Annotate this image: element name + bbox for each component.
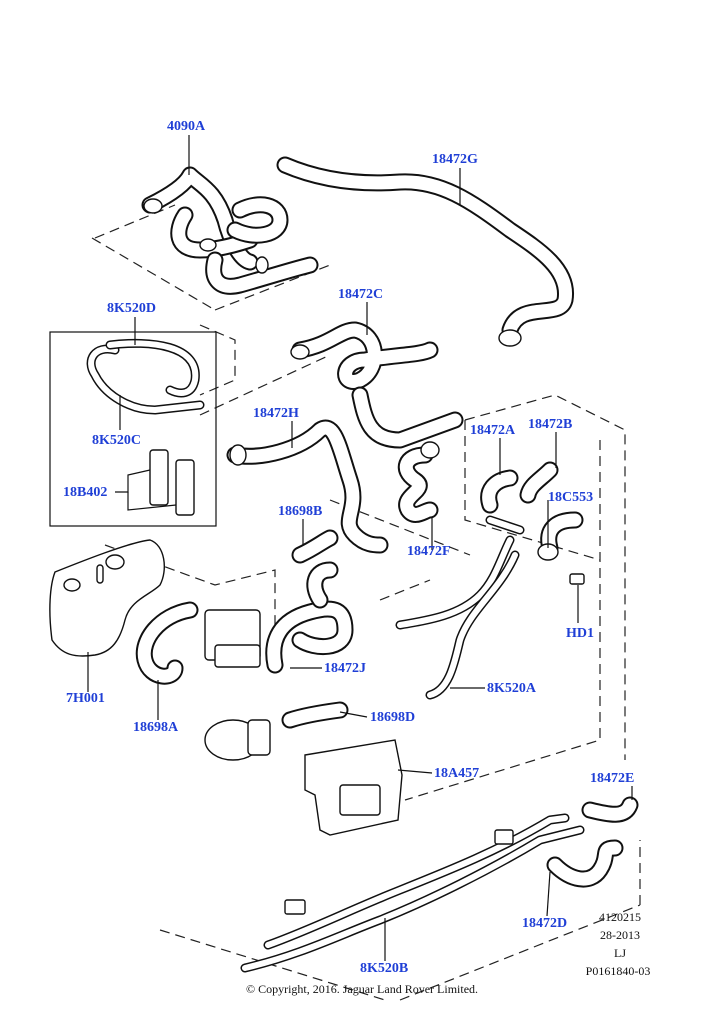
- callout-18472C[interactable]: 18472C: [338, 287, 384, 302]
- callout-HD1[interactable]: HD1: [566, 626, 594, 641]
- hose-18472G: [276, 156, 575, 347]
- callout-4090A[interactable]: 4090A: [167, 119, 206, 134]
- leader-lines: [87, 135, 633, 961]
- callout-18C553[interactable]: 18C553: [548, 490, 594, 505]
- hoses-18472E-18472D: [546, 796, 639, 888]
- pipe-8K520B: [240, 813, 585, 973]
- callout-18472B[interactable]: 18472B: [528, 417, 573, 432]
- callout-7H001[interactable]: 7H001: [66, 691, 105, 706]
- copyright-notice: © Copyright, 2016. Jaguar Land Rover Lim…: [245, 982, 479, 996]
- callout-18B402[interactable]: 18B402: [63, 485, 108, 500]
- callout-18698B[interactable]: 18698B: [278, 504, 323, 519]
- valve-block: [135, 561, 354, 685]
- callout-8K520C[interactable]: 8K520C: [92, 433, 141, 448]
- diagram-side: LJ: [614, 946, 626, 960]
- callout-18472G[interactable]: 18472G: [432, 152, 478, 167]
- pipe-8K520A: [395, 515, 525, 700]
- callout-18472A[interactable]: 18472A: [470, 423, 516, 438]
- callout-18A457[interactable]: 18A457: [434, 766, 480, 781]
- hoses-18472A-18472B: [480, 461, 585, 585]
- diagram-code: 4120215: [599, 910, 641, 924]
- diagram-reference: P0161840-03: [585, 964, 651, 978]
- callout-18472J[interactable]: 18472J: [324, 661, 366, 676]
- hose-18472F: [397, 441, 440, 523]
- diagram-date: 28-2013: [600, 928, 640, 942]
- callout-8K520D[interactable]: 8K520D: [107, 301, 156, 316]
- callout-18472E[interactable]: 18472E: [590, 771, 635, 786]
- callout-8K520A[interactable]: 8K520A: [487, 681, 536, 696]
- callout-18472D[interactable]: 18472D: [522, 916, 568, 931]
- pump-18698D: [204, 701, 349, 761]
- callout-18472H[interactable]: 18472H: [253, 406, 299, 421]
- hose-4090A: [141, 166, 319, 295]
- hose-18472C: [290, 321, 464, 449]
- bracket-18A457: [304, 739, 403, 836]
- hose-18698B: [291, 529, 339, 564]
- hose-18472H: [226, 419, 389, 554]
- callout-8K520B[interactable]: 8K520B: [360, 961, 409, 976]
- callout-18472F[interactable]: 18472F: [407, 544, 451, 559]
- heat-shield-7H001: [49, 539, 166, 657]
- callout-18698A[interactable]: 18698A: [133, 720, 179, 735]
- dashed-outlines: [91, 204, 641, 1001]
- callout-18698D[interactable]: 18698D: [370, 710, 416, 725]
- box-8K520D: [49, 331, 217, 527]
